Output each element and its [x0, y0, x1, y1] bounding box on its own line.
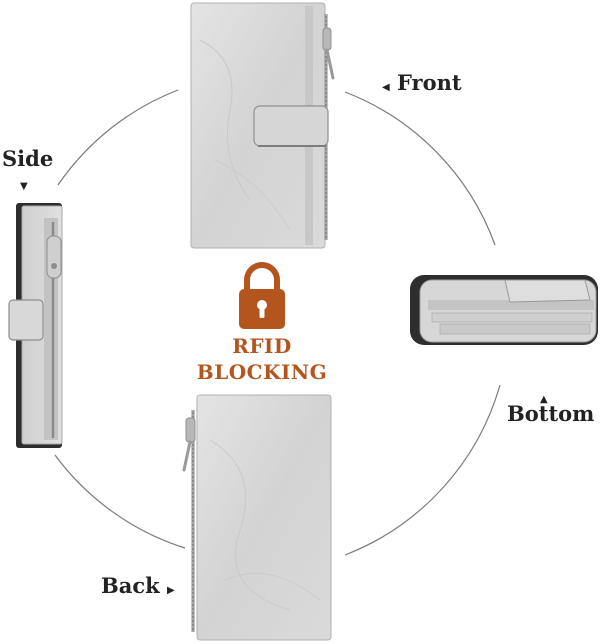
wallet-front-view [190, 2, 335, 249]
arc-back [54, 454, 186, 549]
wallet-back-view [182, 394, 332, 641]
rfid-label: RFID [232, 334, 292, 358]
padlock-icon [239, 262, 285, 329]
arc-front [344, 91, 496, 246]
side-arrow-group: ▼ [20, 171, 28, 192]
wallet-side-view [8, 203, 63, 448]
front-label: Front [397, 70, 462, 95]
blocking-label: BLOCKING [196, 360, 328, 384]
arrow-up-icon: ▲ [540, 394, 548, 405]
arc-side-top [57, 89, 179, 186]
wallet-bottom-view [410, 275, 598, 345]
bottom-arrow-group: ▲ [540, 384, 548, 405]
arrow-right-icon: ▶ [167, 585, 175, 596]
arrow-left-icon: ◀ [382, 82, 390, 93]
back-label-group: Back ▶ [101, 575, 175, 596]
bottom-label: Bottom [507, 401, 595, 426]
front-label-group: ◀ Front [382, 72, 462, 93]
arrow-down-icon: ▼ [20, 181, 28, 192]
side-label: Side [2, 146, 54, 171]
back-label: Back [101, 573, 160, 598]
arc-bottom [344, 384, 501, 556]
circle-guide [54, 89, 501, 556]
